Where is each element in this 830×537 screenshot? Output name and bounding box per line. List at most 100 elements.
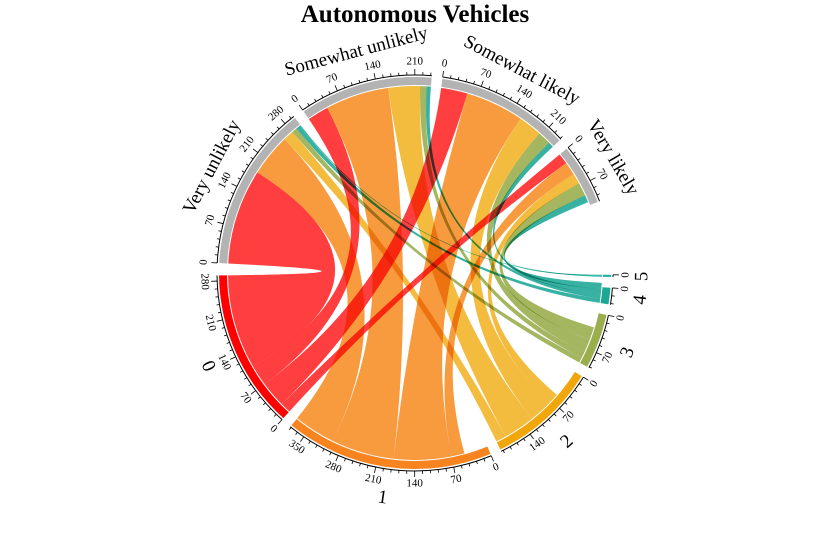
- ribbon-somewhat-likely-to-1: [393, 93, 521, 460]
- tick-mark: [468, 463, 471, 467]
- tick-mark: [460, 465, 463, 469]
- sector-arc-very-likely: [560, 148, 598, 205]
- tick-mark: [280, 118, 286, 124]
- tick-mark: [589, 366, 593, 369]
- tick-mark: [307, 102, 310, 106]
- tick-label: 70: [479, 66, 494, 81]
- tick-mark: [260, 144, 264, 147]
- tick-mark: [574, 389, 578, 393]
- tick-mark: [601, 337, 605, 340]
- tick-mark: [250, 390, 256, 395]
- tick-mark: [373, 73, 376, 80]
- tick-label: 0: [588, 378, 601, 389]
- tick-mark: [516, 98, 521, 104]
- ribbon-very-likely-to-1: [444, 162, 574, 457]
- tick-mark: [465, 78, 468, 82]
- tick-mark: [608, 314, 615, 318]
- tick-mark: [592, 359, 596, 362]
- tick-mark: [476, 461, 478, 465]
- tick-mark: [542, 424, 545, 428]
- ribbon-very-likely-to-2: [487, 174, 580, 403]
- tick-label: 140: [363, 58, 382, 73]
- tick-mark: [277, 419, 283, 425]
- tick-mark: [572, 151, 576, 155]
- tick-mark: [577, 158, 581, 161]
- sector-arc-1: [291, 418, 491, 469]
- ribbon-somewhat-likely-to-0: [264, 87, 468, 405]
- tick-mark: [226, 342, 230, 344]
- tick-mark: [298, 104, 303, 111]
- tick-label: 70: [561, 408, 578, 425]
- ribbon-very-unlikely-to-2: [284, 131, 506, 442]
- tick-label: 140: [406, 478, 423, 490]
- tick-label: 280: [323, 458, 343, 476]
- sector-arc-somewhat-likely: [441, 78, 560, 147]
- tick-mark: [509, 96, 513, 100]
- sector-label-4: 4: [629, 293, 651, 305]
- tick-mark: [262, 402, 266, 406]
- tick-label: 70: [238, 390, 254, 406]
- tick-mark: [245, 163, 249, 166]
- tick-mark: [483, 458, 486, 462]
- tick-mark: [453, 467, 456, 474]
- sector-axis-1: [289, 426, 492, 472]
- ribbon-very-likely-to-0: [281, 154, 567, 412]
- tick-label: 0: [572, 133, 585, 145]
- tick-label: 70: [450, 472, 464, 486]
- tick-mark: [366, 77, 368, 81]
- tick-mark: [300, 436, 305, 442]
- tick-mark: [569, 396, 573, 399]
- tick-mark: [589, 177, 596, 181]
- tick-mark: [265, 138, 269, 141]
- tick-mark: [322, 448, 325, 452]
- tick-mark: [450, 75, 452, 79]
- sector-label-1: 1: [376, 486, 388, 508]
- tick-label: 210: [364, 472, 383, 487]
- tick-mark: [536, 114, 539, 118]
- tick-mark: [252, 148, 259, 153]
- tick-mark: [218, 230, 222, 232]
- tick-mark: [604, 330, 608, 332]
- tick-mark: [334, 85, 338, 92]
- sector-label-very-likely: Very likely: [583, 116, 644, 199]
- tick-mark: [593, 186, 597, 189]
- ribbon-very-unlikely-to-1: [257, 139, 365, 441]
- tick-mark: [596, 352, 602, 356]
- tick-mark: [366, 465, 369, 469]
- tick-mark: [490, 455, 494, 462]
- sector-label-3: 3: [616, 344, 639, 360]
- tick-mark: [350, 82, 353, 86]
- tick-mark: [578, 383, 582, 386]
- tick-mark: [329, 452, 332, 456]
- sector-arc-3: [580, 313, 607, 367]
- sector-axis-3: [588, 315, 609, 368]
- tick-mark: [606, 322, 610, 325]
- tick-mark: [236, 363, 240, 366]
- tick-mark: [343, 84, 346, 89]
- tick-mark: [250, 156, 254, 160]
- tick-mark: [554, 130, 558, 133]
- tick-mark: [216, 319, 223, 322]
- tick-mark: [216, 238, 220, 240]
- tick-mark: [473, 80, 475, 85]
- tick-mark: [321, 94, 324, 98]
- tick-mark: [276, 126, 280, 130]
- tick-mark: [315, 444, 318, 448]
- tick-mark: [599, 345, 603, 347]
- tick-mark: [596, 193, 600, 196]
- sector-label-somewhat-unlikely: Somewhat unlikely: [282, 22, 430, 80]
- sector-label-2: 2: [556, 431, 577, 453]
- tick-mark: [288, 427, 292, 431]
- tick-mark: [221, 327, 225, 329]
- tick-mark: [564, 402, 568, 405]
- tick-mark: [295, 432, 298, 435]
- tick-label: 140: [527, 434, 548, 454]
- tick-mark: [548, 122, 554, 128]
- ribbon-somewhat-likely-to-3: [486, 133, 590, 353]
- tick-label: 210: [237, 134, 257, 155]
- tick-mark: [217, 221, 224, 225]
- tick-mark: [244, 377, 248, 380]
- sector-arc-somewhat-unlikely: [303, 76, 432, 119]
- tick-label: 0: [619, 285, 631, 292]
